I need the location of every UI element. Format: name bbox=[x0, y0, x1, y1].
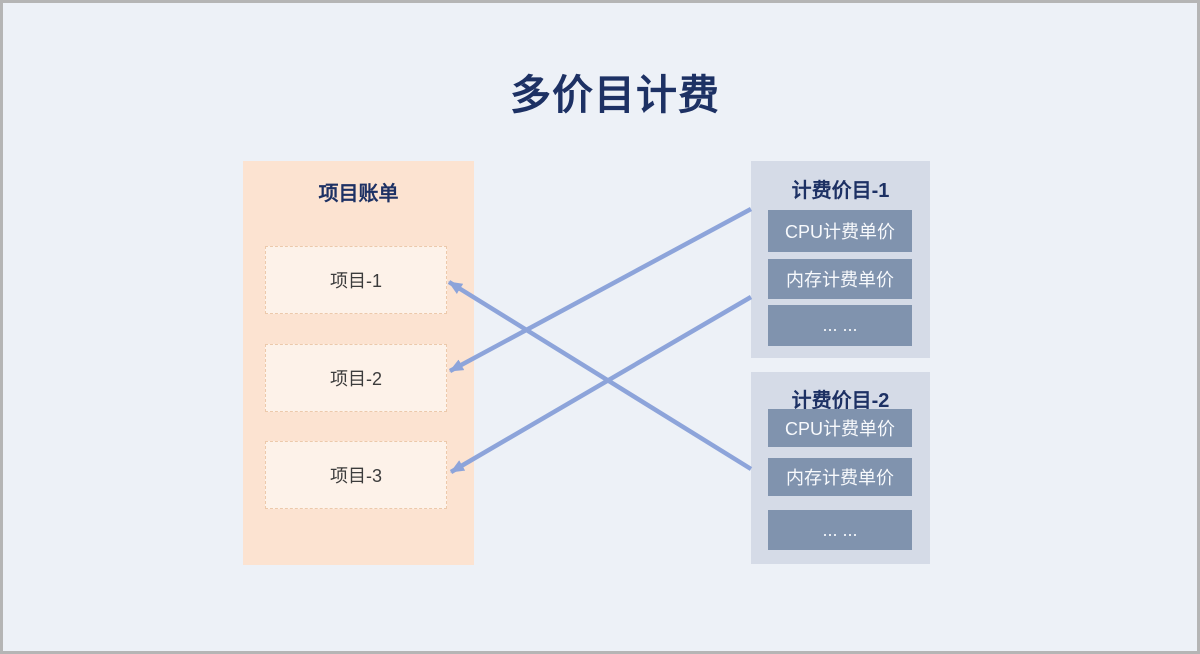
price-row-cpu: CPU计费单价 bbox=[768, 409, 912, 447]
arrow-pricelist2-to-item1 bbox=[447, 280, 753, 471]
bill-item-1: 项目-1 bbox=[265, 246, 447, 314]
arrow-pricelist1-to-item3 bbox=[449, 295, 753, 474]
diagram-title: 多价目计费 bbox=[510, 72, 720, 118]
price-row-ellipsis: ... ... bbox=[768, 510, 912, 550]
price-list-panel-1: 计费价目-1 CPU计费单价 内存计费单价 ... ... bbox=[751, 161, 930, 358]
price-row-cpu: CPU计费单价 bbox=[768, 210, 912, 252]
price-row-ellipsis: ... ... bbox=[768, 305, 912, 346]
bill-panel-title: 项目账单 bbox=[318, 183, 399, 205]
bill-item-2: 项目-2 bbox=[265, 344, 447, 412]
bill-panel: 项目账单 项目-1 项目-2 项目-3 bbox=[243, 161, 474, 565]
price-row-memory: 内存计费单价 bbox=[768, 458, 912, 496]
price-list-panel-2: 计费价目-2 CPU计费单价 内存计费单价 ... ... bbox=[751, 372, 930, 564]
price-row-memory: 内存计费单价 bbox=[768, 259, 912, 299]
bill-item-3: 项目-3 bbox=[265, 441, 447, 509]
arrow-pricelist1-to-item2 bbox=[448, 207, 753, 373]
price-list-1-title: 计费价目-1 bbox=[791, 180, 890, 202]
price-list-2-title: 计费价目-2 bbox=[791, 390, 890, 412]
